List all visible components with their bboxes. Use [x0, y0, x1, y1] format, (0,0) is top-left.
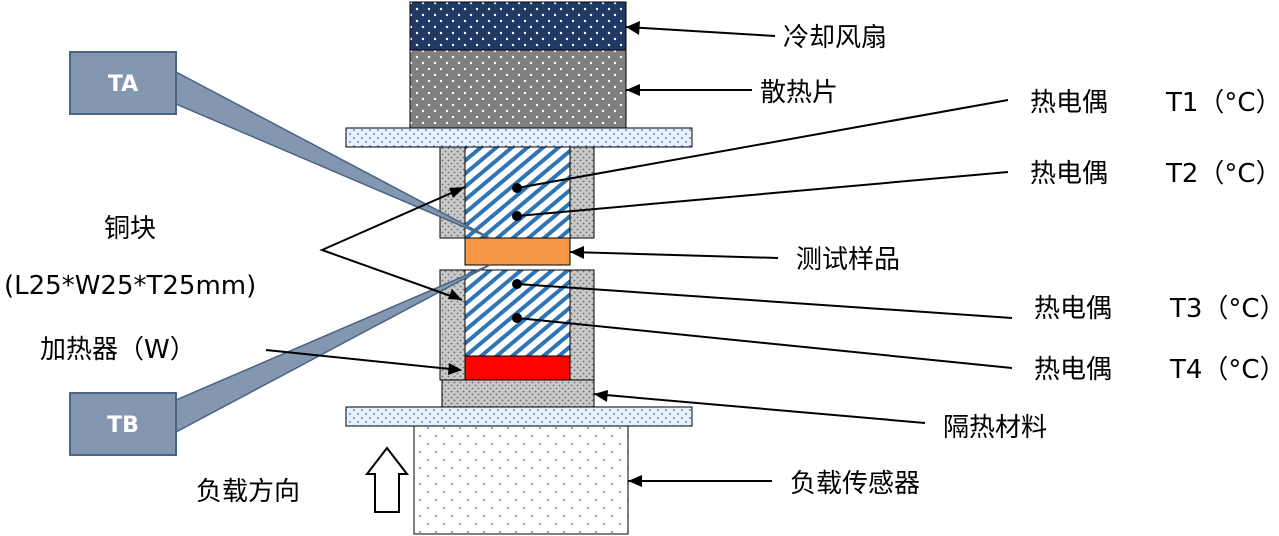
- sample-arrowhead: [570, 246, 584, 259]
- test-sample: [464, 237, 571, 266]
- top-plate: [345, 127, 693, 148]
- bottom-plate: [345, 406, 693, 427]
- ta-tag: [69, 51, 177, 115]
- tc3-unit: T3（°C）: [1169, 294, 1279, 324]
- load-direction-label: 负载方向: [196, 477, 300, 507]
- tc3-label: 热电偶: [1034, 294, 1112, 324]
- loadcell-arrowhead: [628, 475, 642, 487]
- tc2-leader: [516, 171, 1009, 217]
- load-direction-arrow-icon: [364, 446, 410, 513]
- sample-leader: [569, 251, 779, 259]
- tc3-leader: [516, 283, 1013, 319]
- tb-tag-label: TB: [107, 413, 139, 438]
- fan-arrowhead: [626, 21, 640, 35]
- fan-leader: [625, 26, 776, 37]
- heat-sink: [409, 49, 627, 129]
- insulation-arrowhead: [594, 390, 608, 402]
- insulation-label: 隔热材料: [943, 413, 1047, 443]
- tc4-unit: T4（°C）: [1169, 355, 1279, 385]
- tc1-label: 热电偶: [1030, 88, 1108, 118]
- cooling-fan: [409, 1, 627, 51]
- heater-element: [464, 355, 571, 381]
- copper-upper-arrowhead: [449, 187, 465, 198]
- tc2-unit: T2（°C）: [1165, 159, 1279, 189]
- tc4-leader: [516, 317, 1013, 369]
- loadcell-label: 负载传感器: [790, 469, 920, 499]
- tc4-label: 热电偶: [1034, 355, 1112, 385]
- fan-label: 冷却风扇: [783, 23, 887, 53]
- copper-block-leaders: [319, 186, 466, 301]
- heater-leader: [265, 349, 461, 371]
- tc1-unit: T1（°C）: [1165, 88, 1279, 118]
- heater-label: 加热器（W）: [40, 335, 196, 365]
- sample-label: 测试样品: [796, 245, 900, 275]
- insulation-block: [441, 379, 595, 408]
- tc1-leader: [516, 99, 1009, 189]
- heatsink-arrowhead: [626, 84, 640, 96]
- copper-dims-label: (L25*W25*T25mm): [4, 271, 256, 301]
- load-cell: [413, 425, 629, 535]
- heatsink-label: 散热片: [760, 78, 838, 108]
- insulation-leader: [593, 393, 926, 424]
- tb-tag: [69, 392, 177, 456]
- copper-lower-arrowhead: [448, 289, 462, 300]
- heater-arrowhead: [448, 363, 462, 375]
- ta-tag-label: TA: [108, 72, 138, 97]
- copper-block-label: 铜块: [104, 214, 156, 244]
- tc2-label: 热电偶: [1030, 159, 1108, 189]
